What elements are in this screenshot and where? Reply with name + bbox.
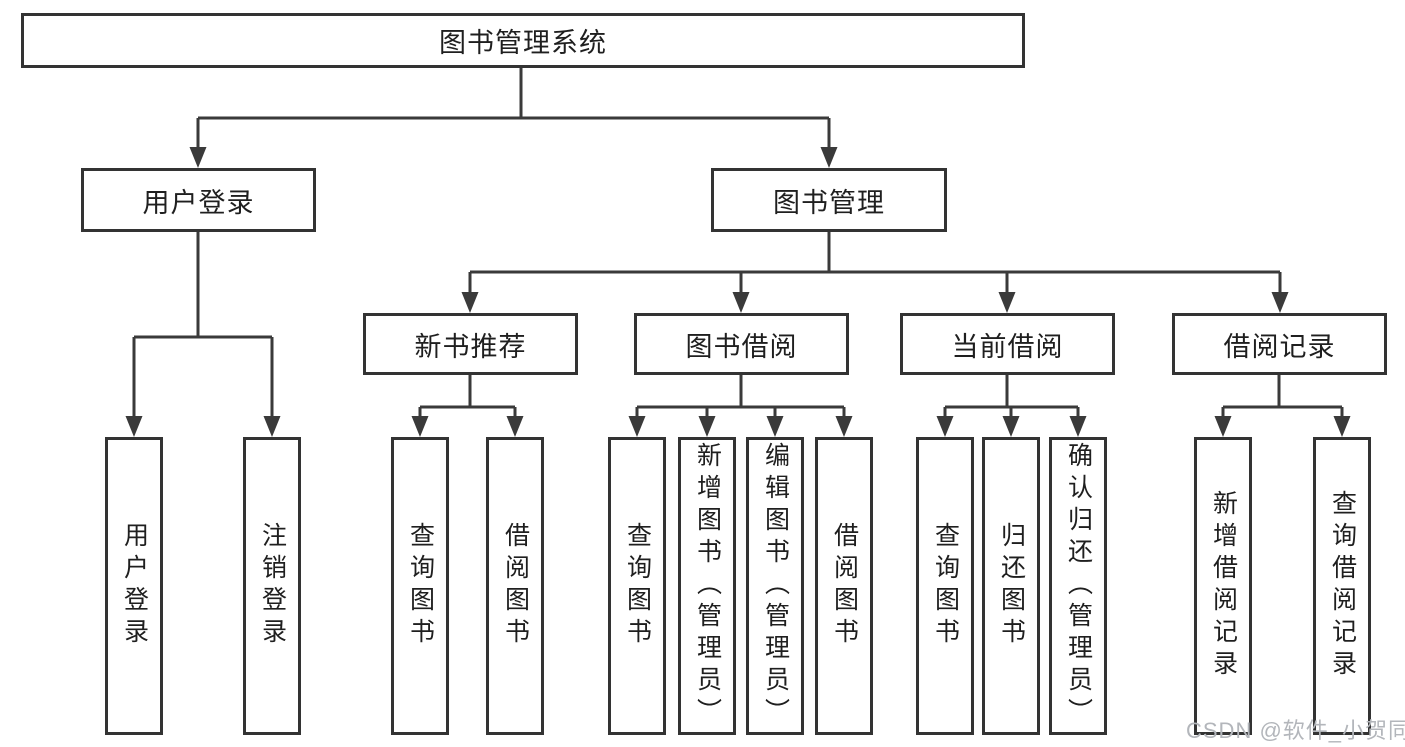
leaf-label: 借阅图书: [830, 522, 859, 650]
leaf-label: 新增图书（管理员）: [693, 442, 722, 730]
leaf-return-books: 归还图书: [982, 437, 1040, 735]
leaf-user-login: 用户登录: [105, 437, 163, 735]
leaf-borrow-books: 借阅图书: [815, 437, 873, 735]
node-new-book-recommend: 新书推荐: [363, 313, 578, 375]
leaf-label: 编辑图书（管理员）: [761, 442, 790, 730]
leaf-label: 查询图书: [931, 522, 960, 650]
leaf-edit-books-admin: 编辑图书（管理员）: [746, 437, 804, 735]
node-current-borrowing: 当前借阅: [900, 313, 1115, 375]
csdn-watermark: CSDN @软件_小贺同学: [1186, 718, 1405, 743]
node-book-borrowing: 图书借阅: [634, 313, 849, 375]
leaf-label: 借阅图书: [501, 522, 530, 650]
leaf-confirm-return-admin: 确认归还（管理员）: [1049, 437, 1107, 735]
leaf-label: 注销登录: [258, 522, 287, 650]
leaf-query-books-recommend: 查询图书: [391, 437, 449, 735]
leaf-logout: 注销登录: [243, 437, 301, 735]
leaf-query-books-current: 查询图书: [916, 437, 974, 735]
node-user-login: 用户登录: [81, 168, 316, 232]
arrowhead-triangles: [125, 147, 1351, 437]
leaf-add-books-admin: 新增图书（管理员）: [678, 437, 736, 735]
leaf-query-books-borrow: 查询图书: [608, 437, 666, 735]
leaf-label: 归还图书: [997, 522, 1026, 650]
leaf-label: 用户登录: [120, 522, 149, 650]
node-library-management-system: 图书管理系统: [21, 13, 1025, 68]
leaf-label: 新增借阅记录: [1209, 490, 1238, 682]
leaf-query-borrow-record: 查询借阅记录: [1313, 437, 1371, 735]
leaf-label: 查询图书: [406, 522, 435, 650]
connector-path: [132, 68, 1344, 416]
leaf-label: 查询借阅记录: [1328, 490, 1357, 682]
node-book-management: 图书管理: [711, 168, 947, 232]
leaf-label: 确认归还（管理员）: [1064, 442, 1093, 730]
leaf-borrow-books-recommend: 借阅图书: [486, 437, 544, 735]
leaf-add-borrow-record: 新增借阅记录: [1194, 437, 1252, 735]
node-borrowing-records: 借阅记录: [1172, 313, 1387, 375]
leaf-label: 查询图书: [623, 522, 652, 650]
